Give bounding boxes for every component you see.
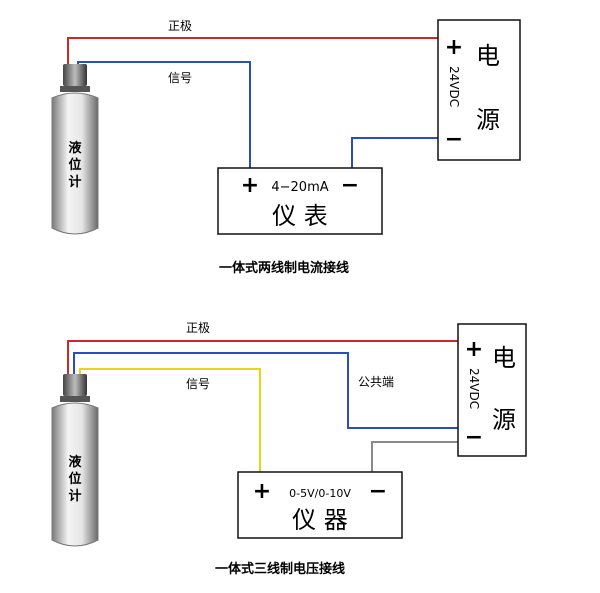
power-supply: + − 24VDC 电 源 — [457, 323, 527, 457]
instrument-minus: − — [369, 479, 387, 504]
power-label-1: 电 — [476, 42, 500, 70]
sensor-label-3: 计 — [68, 488, 81, 504]
caption: 一体式两线制电流接线 — [219, 260, 349, 276]
level-sensor: 液 位 计 — [51, 64, 99, 235]
power-plus: + — [465, 337, 483, 362]
positive-wire — [67, 340, 458, 378]
meter-minus: − — [341, 173, 359, 198]
ground-wire — [371, 441, 458, 474]
sensor-body — [51, 92, 99, 235]
positive-wire-label: 正极 — [168, 19, 192, 33]
power-minus: − — [465, 425, 483, 450]
signal-wire — [77, 61, 251, 172]
sensor-label-2: 位 — [68, 157, 81, 173]
sensor-label-3: 计 — [68, 174, 81, 190]
power-label-2: 源 — [476, 106, 500, 134]
instrument-name: 仪 器 — [292, 506, 348, 534]
sensor-body — [51, 402, 99, 547]
meter: + 4−20mA − 仪 表 — [217, 167, 383, 235]
diagram-three-wire-voltage: 正极 信号 公共端 液 位 计 + − 24VDC 电 源 + 0-5V/0-1… — [51, 321, 527, 577]
sensor-cap — [63, 374, 87, 396]
meter-plus: + — [241, 173, 259, 198]
signal-wire-label: 信号 — [168, 71, 192, 85]
positive-wire-label: 正极 — [186, 321, 210, 335]
level-sensor: 液 位 计 — [51, 374, 99, 547]
instrument-plus: + — [253, 479, 271, 504]
positive-wire — [67, 37, 438, 68]
power-voltage: 24VDC — [447, 66, 461, 107]
instrument: + 0-5V/0-10V − 仪 器 — [237, 471, 403, 539]
caption: 一体式三线制电压接线 — [215, 561, 345, 577]
common-wire — [73, 352, 458, 429]
power-label-2: 源 — [492, 406, 516, 434]
return-wire — [351, 137, 438, 172]
power-voltage: 24VDC — [467, 368, 481, 409]
power-label-1: 电 — [492, 344, 516, 372]
sensor-cap — [63, 64, 87, 86]
meter-range: 4−20mA — [271, 180, 328, 195]
instrument-range: 0-5V/0-10V — [289, 487, 351, 500]
sensor-label-1: 液 — [68, 140, 81, 156]
sensor-label-1: 液 — [68, 454, 81, 470]
power-plus: + — [445, 35, 463, 60]
sensor-label-2: 位 — [68, 471, 81, 487]
meter-name: 仪 表 — [272, 202, 328, 230]
power-supply: + − 24VDC 电 源 — [437, 19, 521, 161]
signal-wire — [79, 368, 261, 474]
diagram-two-wire-current: 正极 信号 液 位 计 + − 24VDC 电 源 + 4−20mA − 仪 表 — [51, 19, 521, 276]
signal-wire-label: 信号 — [186, 377, 210, 391]
power-minus: − — [445, 127, 463, 152]
common-wire-label: 公共端 — [358, 375, 394, 389]
